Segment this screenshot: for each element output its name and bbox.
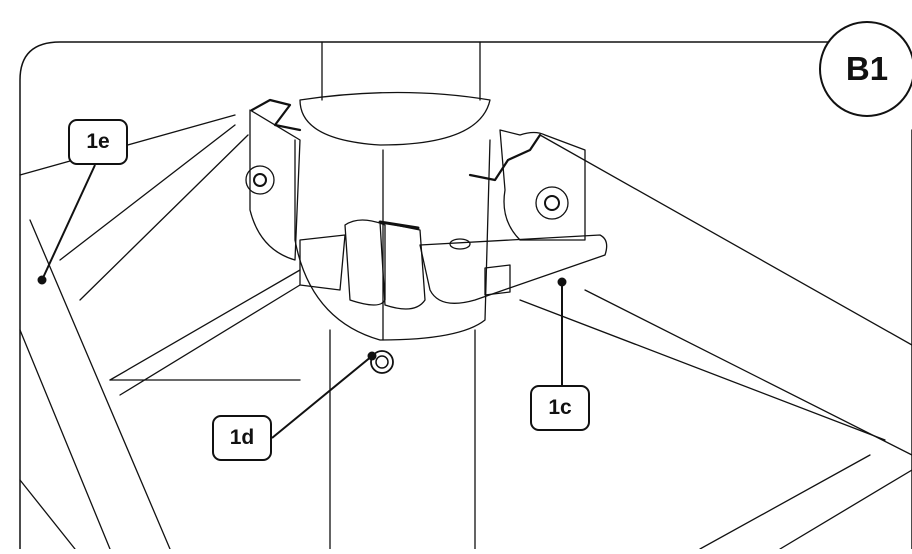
frame-rail-right-upper xyxy=(539,134,912,346)
leader-line-1e xyxy=(41,164,96,281)
bolt-left-inner xyxy=(253,173,267,187)
leader-dot-1c xyxy=(557,277,567,287)
callout-1e: 1e xyxy=(68,119,128,165)
frame-rail-left-inner xyxy=(59,124,249,301)
callout-1d: 1d xyxy=(212,415,272,461)
clamp-knob-shading xyxy=(378,220,420,230)
step-badge: B1 xyxy=(819,21,912,117)
clamp-lever-slot xyxy=(484,264,511,296)
hub-body-right xyxy=(499,129,586,241)
o-ring-inner xyxy=(375,355,389,369)
hub-body-front xyxy=(294,139,491,341)
bolt-right-inner xyxy=(544,195,560,211)
leader-dot-1d xyxy=(367,351,377,361)
pole-upper xyxy=(321,41,481,101)
frame-rail-right-inner xyxy=(519,299,886,441)
bolt-left-outer xyxy=(245,165,275,195)
clamp-lever xyxy=(419,234,608,304)
o-ring-outer xyxy=(370,350,394,374)
hub-body-left xyxy=(249,109,301,261)
frame-rail-right-bottom xyxy=(699,454,912,550)
pole-lower xyxy=(329,329,476,550)
clamp-lever-pin xyxy=(449,238,471,250)
leader-dot-1e xyxy=(37,275,47,285)
callout-1c: 1c xyxy=(530,385,590,431)
frame-border xyxy=(19,41,912,550)
frame-rail-right-lower xyxy=(584,289,912,456)
frame-floor-left xyxy=(109,269,301,396)
frame-rail-left-diagonal xyxy=(19,219,171,550)
hub-zigzag-right xyxy=(468,133,542,182)
leader-line-1d xyxy=(271,355,373,439)
hub-zigzag-left xyxy=(250,98,302,132)
frame-rail-left-bottom xyxy=(19,479,76,550)
clamp-knob xyxy=(299,219,426,310)
bolt-right-outer xyxy=(535,186,569,220)
hub-collar xyxy=(299,91,491,146)
